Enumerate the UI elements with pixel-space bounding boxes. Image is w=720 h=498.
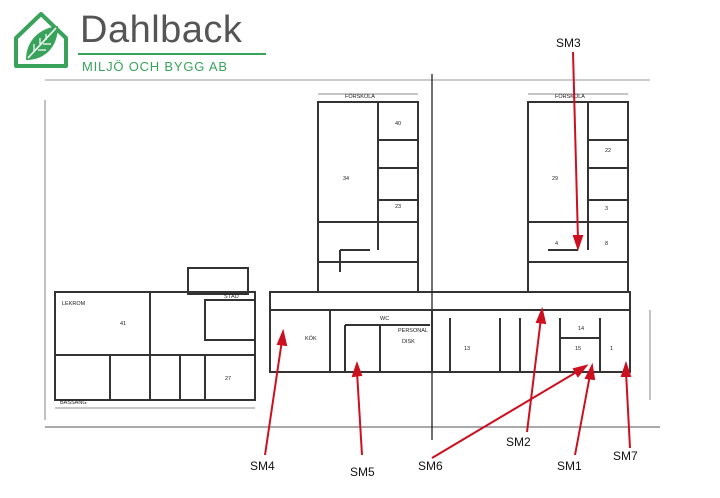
marker-label-sm6: SM6 — [418, 459, 443, 473]
room-label-8: 8 — [605, 241, 608, 247]
company-logo: Dahlback MILJÖ OCH BYGG AB — [10, 8, 270, 74]
house-leaf-icon — [14, 12, 68, 68]
room-label-personal: PERSONAL — [398, 328, 428, 334]
marker-label-sm2: SM2 — [506, 435, 531, 449]
plan-dimension-lines — [44, 93, 651, 420]
marker-label-sm4: SM4 — [250, 459, 275, 473]
marker-label-sm7: SM7 — [613, 449, 638, 463]
room-label-kitchen: KÖK — [305, 335, 317, 342]
room-label-29: 29 — [552, 176, 558, 182]
room-label-left-wing: LEKROM — [62, 301, 86, 307]
arrow-sm2 — [526, 306, 547, 433]
room-label-27: 27 — [225, 376, 231, 382]
marker-arrows — [264, 51, 632, 459]
room-label-dish: DISK — [402, 339, 415, 345]
plan-room-labels: FÖRSKOLA FÖRSKOLA STÄD LEKROM BASSÄNG KÖ… — [60, 93, 613, 406]
marker-label-sm3: SM3 — [556, 36, 581, 50]
room-label-22: 22 — [605, 148, 611, 154]
arrow-sm3 — [572, 51, 584, 252]
room-label-wc: WC — [380, 316, 389, 322]
room-label-north-left: FÖRSKOLA — [345, 93, 375, 100]
room-label-23: 23 — [395, 204, 401, 210]
room-label-14: 14 — [578, 326, 584, 332]
arrow-sm5 — [351, 360, 363, 456]
room-label-north-right: FÖRSKOLA — [555, 93, 585, 100]
marker-label-sm5: SM5 — [350, 465, 375, 479]
room-label-41: 41 — [120, 321, 126, 327]
room-label-13: 13 — [464, 346, 470, 352]
brand-divider — [78, 53, 266, 55]
marker-label-sm1: SM1 — [557, 459, 582, 473]
room-label-4: 4 — [555, 241, 558, 247]
room-label-3: 3 — [605, 206, 608, 212]
room-label-34: 34 — [343, 176, 349, 182]
brand-name: Dahlback — [80, 9, 243, 51]
plan-walls — [45, 74, 660, 440]
room-label-15: 15 — [575, 346, 581, 352]
room-label-1: 1 — [610, 346, 613, 352]
room-label-pool: BASSÄNG — [60, 399, 87, 406]
arrow-sm4 — [264, 328, 288, 456]
room-label-office: STÄD — [224, 293, 239, 300]
room-label-40: 40 — [395, 121, 401, 127]
brand-tagline: MILJÖ OCH BYGG AB — [82, 59, 228, 74]
arrow-sm7 — [620, 360, 632, 449]
arrow-sm1 — [574, 362, 596, 456]
arrow-sm6 — [431, 364, 589, 459]
